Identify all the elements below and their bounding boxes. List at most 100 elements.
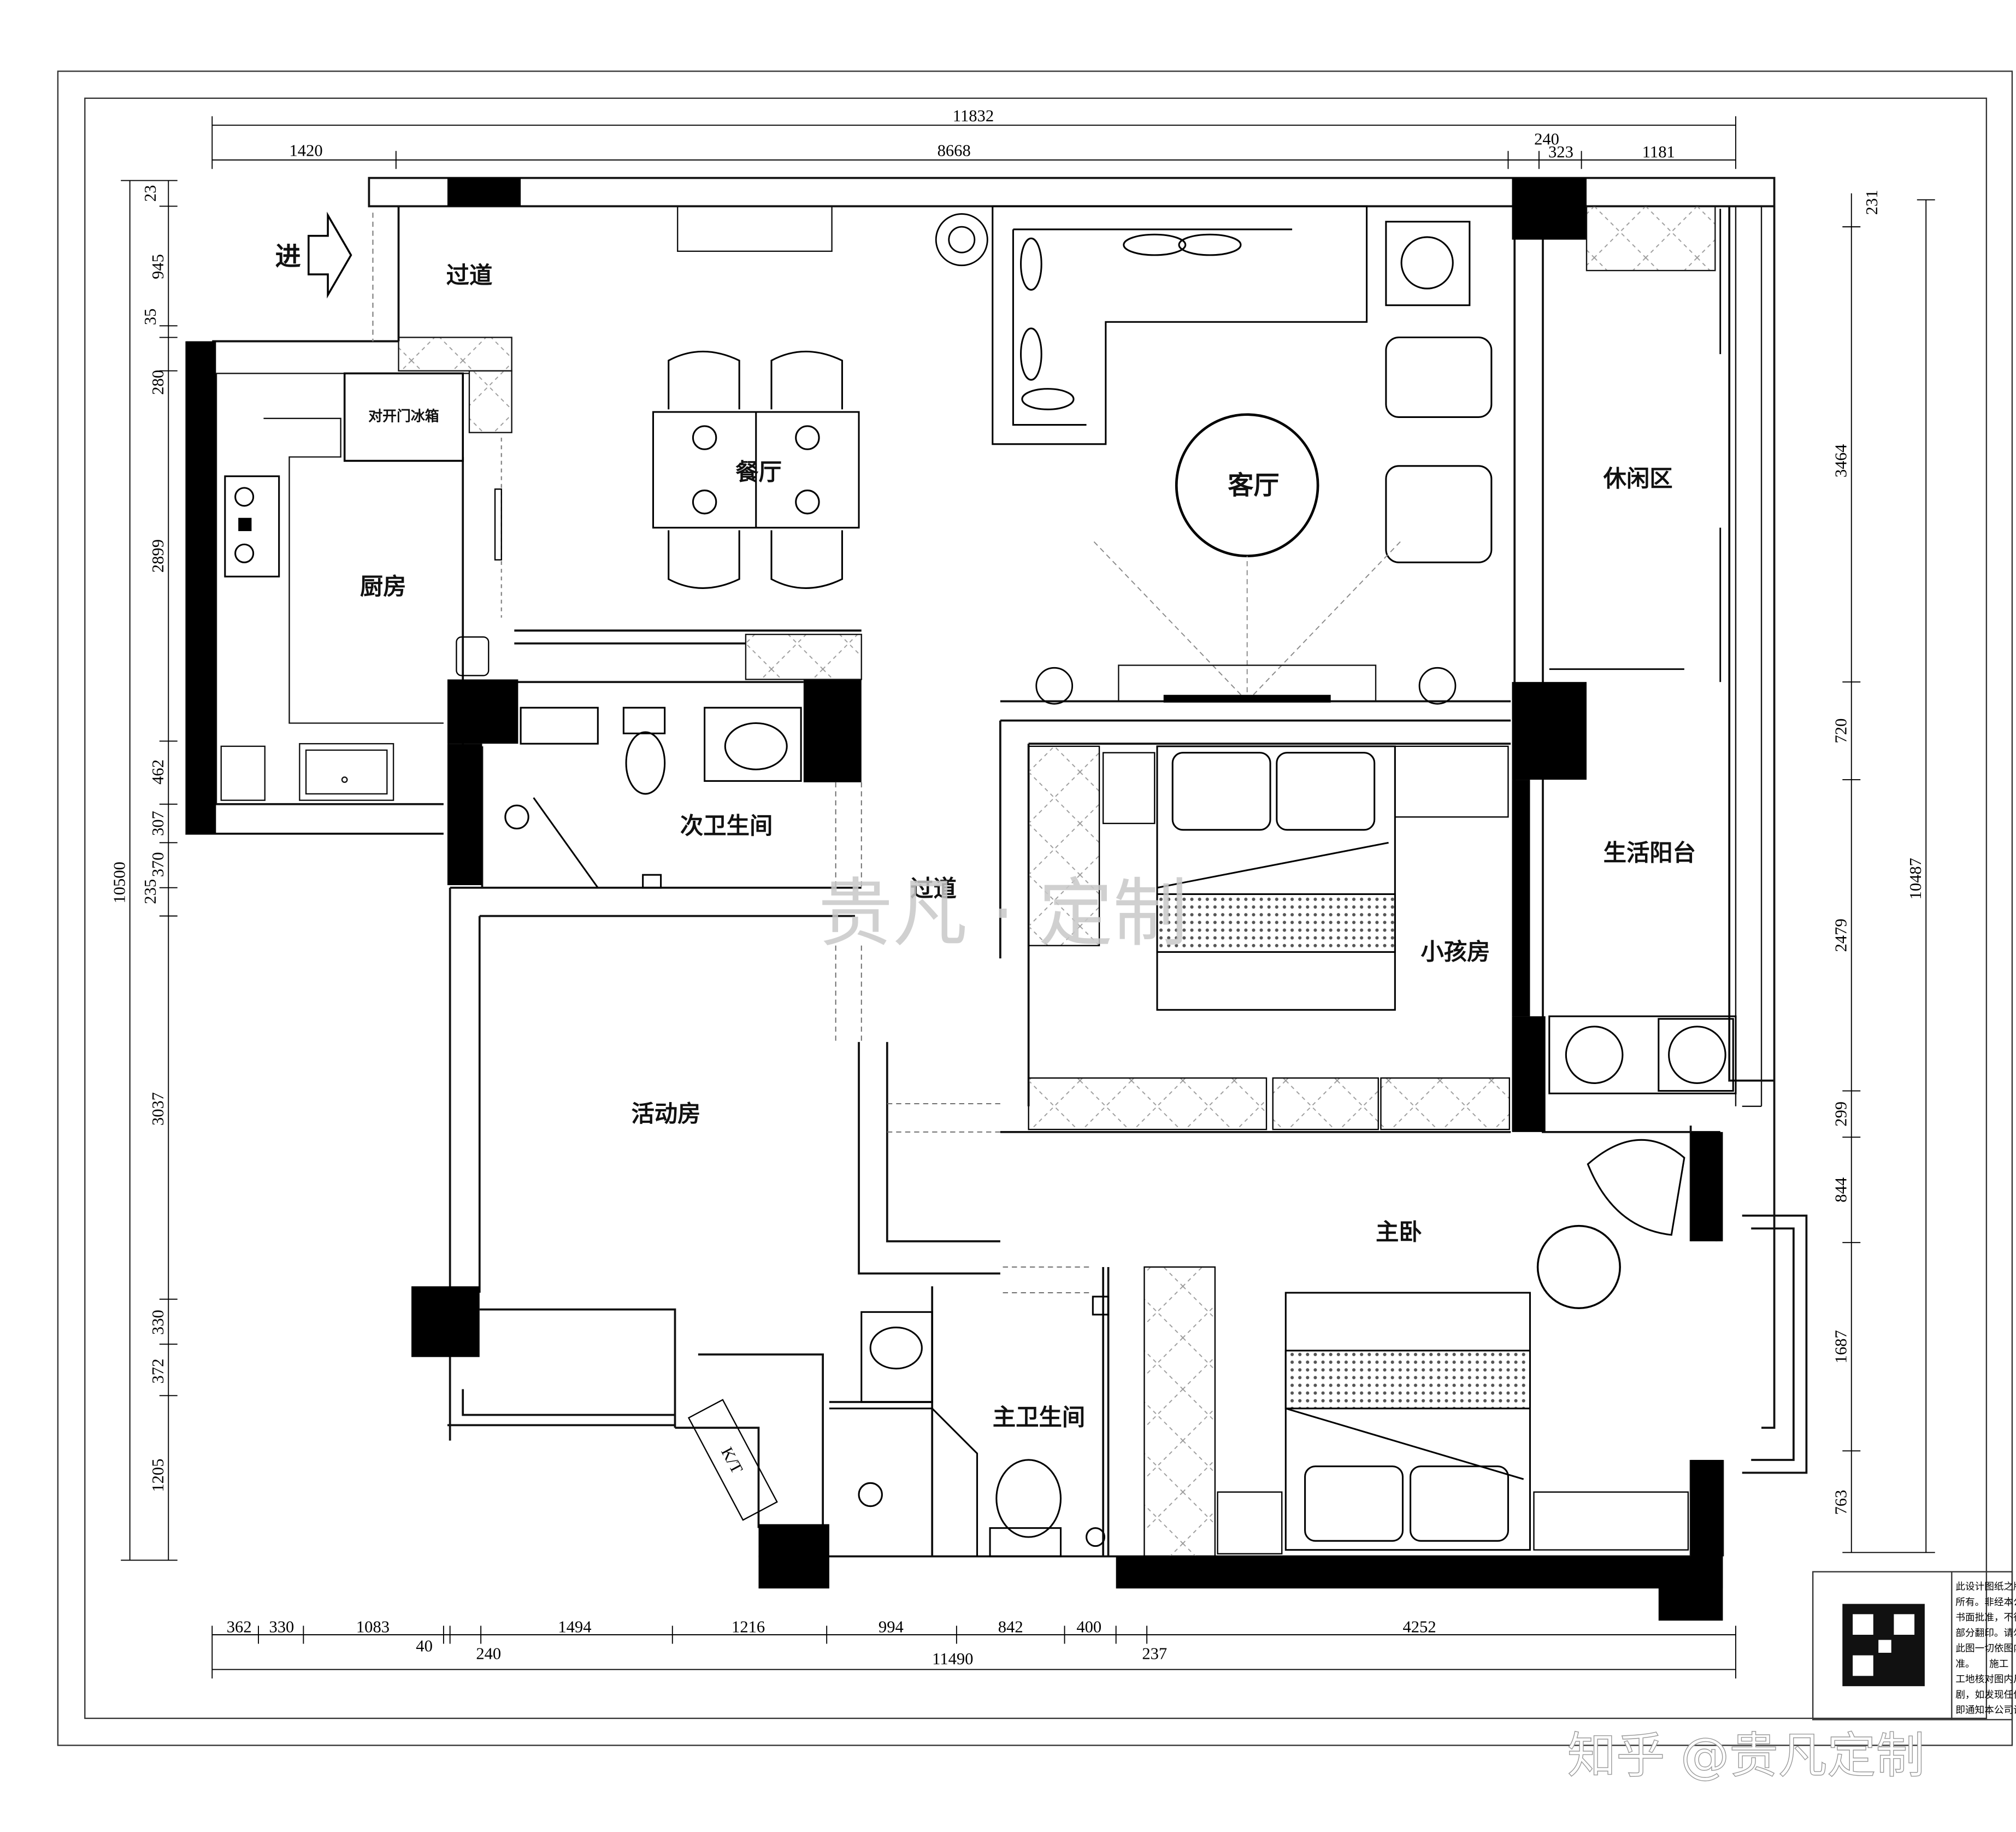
- note-line-6: 准。 施工: [1955, 1658, 2008, 1670]
- dim-bottom-842: 842: [998, 1617, 1023, 1636]
- kitchen: 对开门冰箱 厨房: [216, 337, 512, 801]
- dim-bottom-1494: 1494: [558, 1617, 591, 1636]
- dim-right-overall: 10487: [1906, 858, 1925, 899]
- dimension-lines-right: [1842, 193, 1935, 1553]
- note-line-2: 所有。非经本公: [1955, 1597, 2016, 1608]
- dim-top-overall: 11832: [953, 107, 994, 125]
- dim-top-8668: 8668: [938, 142, 971, 160]
- dresser: [1533, 1491, 1689, 1551]
- dim-right-231: 231: [1862, 190, 1881, 215]
- round-table: [1536, 1224, 1621, 1310]
- note-line-7: 工地核对图内尺: [1955, 1674, 2016, 1685]
- master-bed: [1284, 1292, 1531, 1551]
- wall-solid-blocks: [186, 178, 1723, 1621]
- tv-console: [677, 205, 833, 252]
- title-block: [1812, 1571, 2013, 1721]
- dim-bottom-overall: 11490: [932, 1650, 973, 1668]
- master-bath-fixtures: [829, 1295, 1110, 1557]
- watermark-footer: 知乎 @贵凡定制: [1567, 1728, 1925, 1784]
- dim-bottom-994: 994: [879, 1617, 904, 1636]
- dim-left-1205: 1205: [149, 1459, 167, 1492]
- stove-icon: [224, 475, 280, 578]
- dim-top-1420: 1420: [290, 142, 323, 160]
- dim-top-1181: 1181: [1642, 143, 1675, 161]
- bottom-dimension-labels: 362 330 1083 40 240 1494 1216 994 842 40…: [227, 1617, 1436, 1668]
- living-label: 客厅: [1228, 471, 1279, 501]
- dimension-lines-bottom: [211, 1625, 1736, 1679]
- entry-label: 进: [275, 242, 301, 272]
- dim-right-763: 763: [1831, 1490, 1850, 1515]
- dim-right-844: 844: [1831, 1177, 1850, 1203]
- balcony-label: 生活阳台: [1604, 839, 1696, 866]
- dim-bottom-1216: 1216: [732, 1617, 765, 1636]
- cabinet-row-hatched: [1028, 1077, 1510, 1130]
- lounge-chair-icon: [1587, 1139, 1685, 1236]
- dim-right-2479: 2479: [1831, 918, 1850, 952]
- dim-left-462: 462: [149, 759, 167, 785]
- dim-bottom-1083: 1083: [356, 1617, 390, 1636]
- armchair-icon: [1385, 221, 1493, 563]
- kids-bed: [1156, 745, 1396, 1011]
- dim-left-372: 372: [149, 1359, 167, 1384]
- dim-left-2899: 2899: [149, 539, 167, 573]
- dim-bottom-362: 362: [227, 1617, 252, 1636]
- left-dimension-labels: 23 945 35 280 2899 462 307 370 235 10500…: [110, 185, 167, 1492]
- corridor-mid-label: 过道: [910, 875, 957, 902]
- dim-left-3037: 3037: [149, 1092, 167, 1126]
- dim-bottom-237: 237: [1142, 1645, 1167, 1663]
- dim-bottom-40: 40: [416, 1637, 433, 1656]
- master-bath-label: 主卫生间: [993, 1404, 1085, 1430]
- leisure-label: 休闲区: [1603, 465, 1673, 492]
- tv-view-lines: [1092, 540, 1402, 702]
- plant-icon: [935, 213, 1457, 705]
- hallway-cabinet: [456, 636, 490, 676]
- master-nightstand: [1217, 1491, 1283, 1554]
- watermark-center: 贵凡 · 定制: [818, 870, 1188, 957]
- dim-right-3464: 3464: [1831, 444, 1850, 478]
- dim-left-280: 280: [149, 370, 167, 395]
- fridge-label: 对开门冰箱: [368, 408, 439, 425]
- outer-frame: [57, 70, 2013, 1746]
- dim-left-307: 307: [149, 811, 167, 836]
- cabinet-hatched: [745, 633, 862, 680]
- dim-left-370: 370: [149, 852, 167, 877]
- master-wardrobe: [1143, 1266, 1216, 1557]
- kids-room-label: 小孩房: [1420, 939, 1490, 965]
- inner-frame: [84, 97, 1988, 1719]
- note-line-1: 此设计图纸之版: [1955, 1581, 2016, 1593]
- top-dimension-labels: 11832 1420 8668 240 323 1181: [290, 107, 1675, 161]
- dimension-lines-top: [211, 116, 1736, 169]
- kt-label: K/T: [717, 1444, 746, 1477]
- sofa-l-shape: [992, 205, 1368, 445]
- dim-bottom-330: 330: [269, 1617, 294, 1636]
- kids-wardrobe: [1028, 745, 1100, 946]
- title-block-notes: 此设计图纸之版 所有。非经本公 书面批准，不得 部分翻印。请勿 此图一切依图内 …: [1955, 1581, 2016, 1716]
- washer-icon: [1548, 1015, 1737, 1094]
- dining-label: 餐厅: [735, 459, 782, 486]
- corridor-top-label: 过道: [446, 262, 493, 289]
- bathroom2-fixtures: [504, 706, 802, 889]
- dining-set: [652, 350, 860, 589]
- note-line-8: 剧，如发现任何: [1955, 1689, 2016, 1700]
- dimension-lines-left: [121, 180, 178, 1561]
- dim-right-1687: 1687: [1831, 1330, 1850, 1363]
- dim-bottom-4252: 4252: [1402, 1617, 1436, 1636]
- note-line-3: 书面批准，不得: [1955, 1612, 2016, 1623]
- dim-right-299: 299: [1831, 1101, 1850, 1127]
- dim-top-323: 323: [1548, 143, 1573, 161]
- dim-left-945: 945: [149, 254, 167, 279]
- dim-left-330: 330: [149, 1310, 167, 1335]
- dim-bottom-400: 400: [1076, 1617, 1101, 1636]
- note-line-4: 部分翻印。请勿: [1955, 1627, 2016, 1639]
- dim-left-235: 235: [141, 879, 160, 904]
- kt-cabinet: K/T: [687, 1399, 778, 1521]
- leisure-curtains: [1549, 209, 1722, 682]
- kids-nightstand: [1102, 752, 1156, 824]
- sink-icon: [220, 743, 394, 801]
- tv-icon: [1163, 694, 1331, 703]
- note-line-9: 即通知本公司设: [1955, 1705, 2016, 1716]
- note-line-5: 此图一切依图内: [1955, 1643, 2016, 1654]
- dim-left-23: 23: [141, 185, 160, 202]
- windows: [1585, 205, 1762, 1107]
